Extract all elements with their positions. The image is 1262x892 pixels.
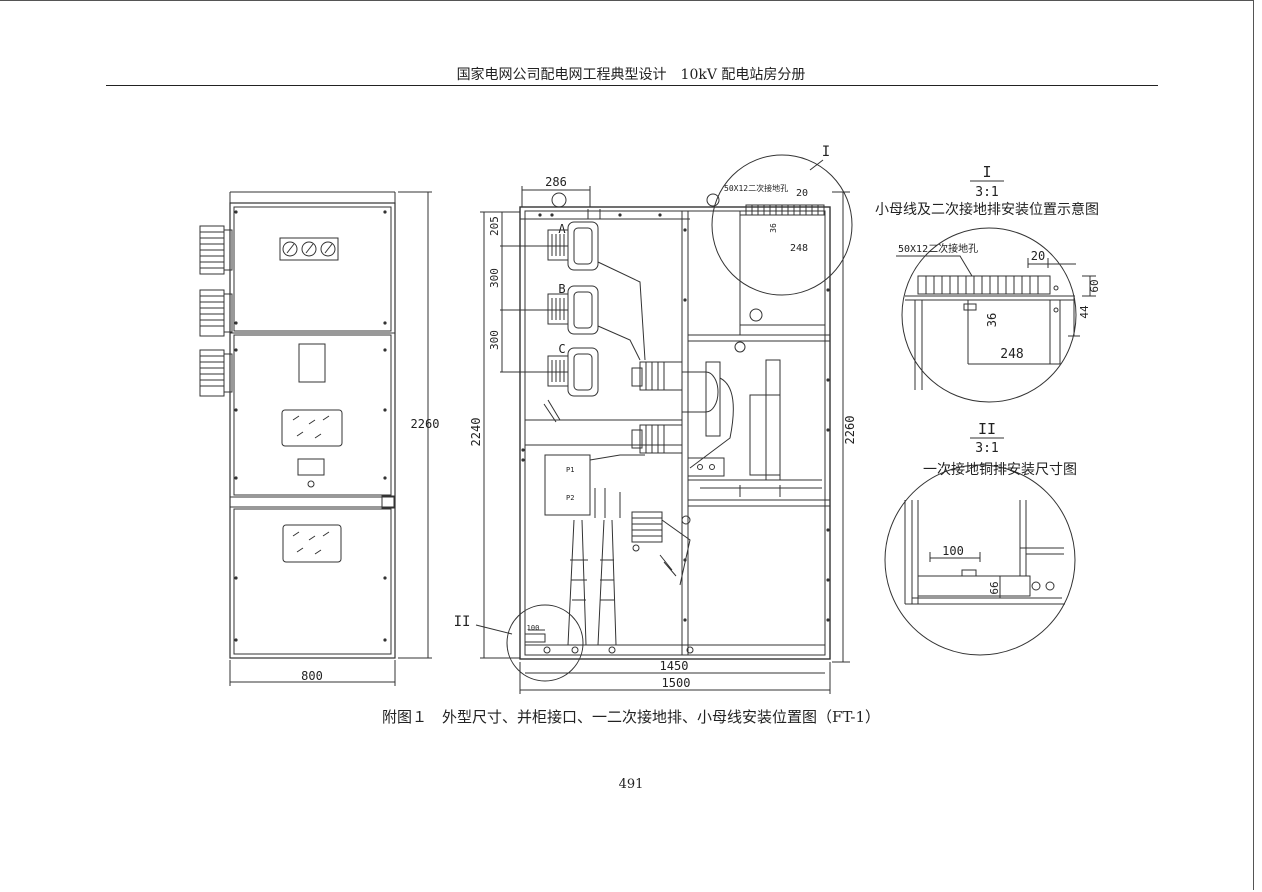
dim-2260-section: 2260 [843,416,857,445]
page-header: 国家电网公司配电网工程典型设计 10kV 配电站房分册 [456,67,806,83]
detail-I-numeral: I [982,163,991,181]
callout-II: II [454,614,471,630]
figure-caption: 附图１ 外型尺寸、并柜接口、一二次接地排、小母线安装位置图（FT-1） [381,708,881,726]
section-dim-36: 36 [769,223,778,233]
dim-205: 205 [488,216,501,236]
front-width-dim: 800 [301,669,323,683]
detail-I-hole-label: 50X12二次接地孔 [898,242,978,255]
callout-I: I [822,144,830,160]
ct-label-p1: P1 [566,466,574,474]
detail-II-dim-100: 100 [942,544,964,558]
section-dim-248: 248 [790,243,808,254]
detail-II-dim-66: 66 [988,581,1001,594]
detail-II-title: 一次接地铜排安装尺寸图 [923,461,1077,478]
section-view: P1 P2 [475,154,853,694]
page-number: 491 [618,777,644,792]
section-hole-label: 50X12二次接地孔 [724,183,788,193]
detail-I-scale: 3:1 [975,185,998,200]
detail-II-drawing [884,437,1076,656]
section-dim-100: 100 [527,624,540,632]
detail-II-scale: 3:1 [975,441,998,456]
dim-2240: 2240 [469,418,483,447]
detail-II-numeral: II [978,420,996,438]
phase-a-label: A [558,222,566,236]
phase-b-label: B [558,282,565,296]
dim-300-a: 300 [488,268,501,288]
header-rule [106,85,1158,86]
detail-I-dim-44: 44 [1078,305,1091,319]
front-height-dim: 2260 [411,417,440,431]
detail-I-drawing [896,180,1096,403]
detail-I-title: 小母线及二次接地排安装位置示意图 [875,201,1099,218]
detail-I-dim-36: 36 [985,313,999,327]
front-view [199,191,432,686]
detail-I-dim-20: 20 [1031,249,1045,263]
phase-c-label: C [558,342,565,356]
dim-1450: 1450 [660,659,689,673]
dim-286: 286 [545,175,567,189]
section-dim-20: 20 [796,188,808,199]
dim-1500: 1500 [662,676,691,690]
detail-I-dim-60: 60 [1088,279,1101,292]
ct-label-p2: P2 [566,494,574,502]
detail-I-dim-248: 248 [1000,347,1023,362]
dim-300-b: 300 [488,330,501,350]
